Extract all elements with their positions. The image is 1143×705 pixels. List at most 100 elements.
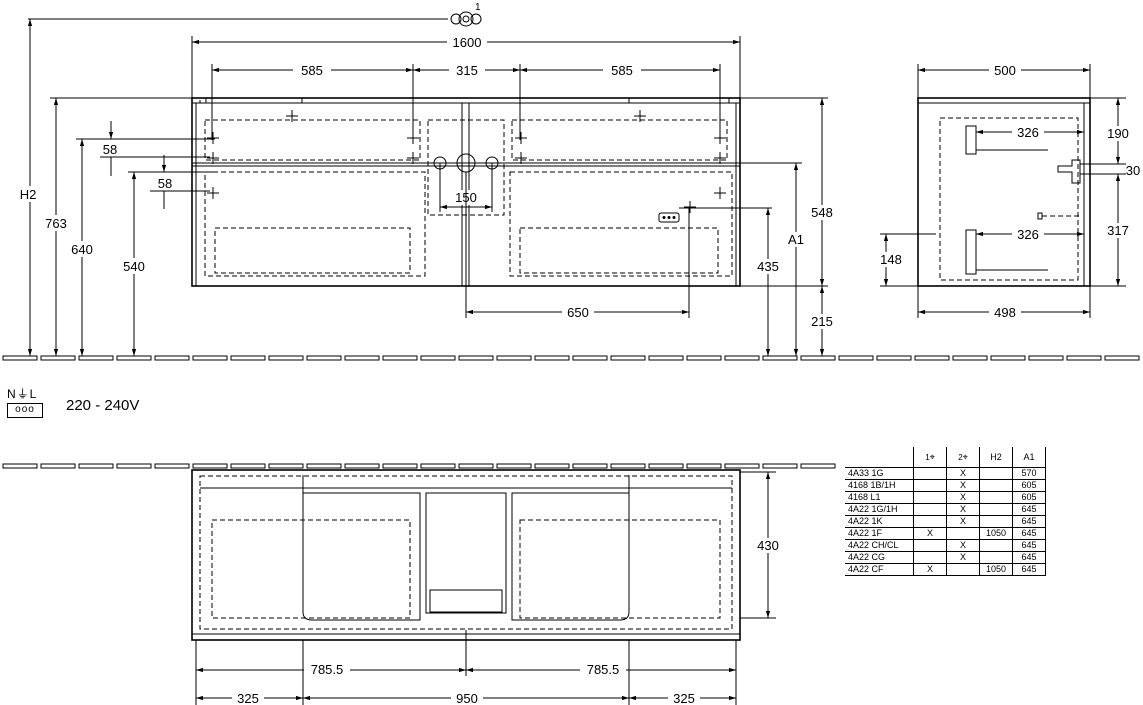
floor-hatch (458, 463, 494, 469)
crosshair-icon: ⌖ (929, 451, 935, 462)
table-cell: X (946, 515, 980, 528)
floor-hatch (1104, 355, 1140, 361)
crosshair-icon (407, 152, 419, 164)
side-height-317: 317 (1107, 223, 1129, 238)
crosshair-icon (634, 110, 646, 122)
floor-hatch (686, 463, 722, 469)
table-cell: X (913, 563, 947, 576)
siphon-height-148: 148 (880, 252, 902, 267)
top-view: 430 785.5 785.5 325 950 325 (2, 463, 836, 705)
floor-hatch (876, 355, 912, 361)
floor-hatch (78, 355, 114, 361)
floor-hatch (724, 463, 760, 469)
front-view: 1600 585 315 585 1 H2 763 64 (2, 2, 1140, 361)
half-width-right: 785.5 (587, 662, 620, 677)
segment-325-right: 325 (673, 691, 695, 705)
table-cell: 4A22 1F (845, 527, 914, 540)
drawer-depth-bottom: 326 (1017, 227, 1039, 242)
drawer-width-left: 585 (301, 63, 323, 78)
overall-width-label: 1600 (453, 35, 482, 50)
floor-hatch (192, 463, 228, 469)
header-tap-1: 1⌖ (913, 447, 947, 468)
table-cell: 645 (1012, 539, 1046, 552)
table-cell: 570 (1012, 467, 1046, 480)
floor-hatch (648, 463, 684, 469)
table-cell: 645 (1012, 551, 1046, 564)
floor-hatch (800, 355, 836, 361)
offset-58-lower: 58 (158, 176, 172, 191)
table-cell: X (913, 527, 947, 540)
table-cell: 605 (1012, 479, 1046, 492)
header-A1: A1 (1012, 447, 1046, 468)
cable-offset-label: 650 (567, 305, 589, 320)
floor-hatch (572, 463, 608, 469)
socket-icon (658, 212, 680, 223)
floor-hatch (1028, 355, 1064, 361)
table-cell: 645 (1012, 527, 1046, 540)
table-cell (946, 527, 980, 540)
table-cell: 4A22 1G/1H (845, 503, 914, 516)
half-width-left: 785.5 (311, 662, 344, 677)
floor-hatch (762, 463, 798, 469)
table-cell (979, 551, 1013, 564)
floor-hatch (2, 463, 38, 469)
crosshair-icon (286, 110, 298, 122)
side-view: 500 498 326 326 190 30 317 148 (876, 62, 1140, 320)
floor-hatch (420, 463, 456, 469)
floor-hatch (838, 355, 874, 361)
height-548: 548 (811, 205, 833, 220)
height-640: 640 (71, 242, 93, 257)
floor-hatch (648, 355, 684, 361)
floor-hatch (2, 355, 38, 361)
table-cell (913, 491, 947, 504)
floor-hatch (268, 463, 304, 469)
header-tap-2-number: 2 (958, 452, 963, 462)
side-height-30: 30 (1126, 163, 1140, 178)
floor-hatch (686, 355, 722, 361)
floor-hatch (420, 355, 456, 361)
crosshair-icon (207, 132, 219, 144)
floor-hatch (534, 355, 570, 361)
crosshair-icon (515, 132, 527, 144)
segment-950: 950 (456, 691, 478, 705)
top-depth-430: 430 (757, 538, 779, 553)
table-cell: X (946, 539, 980, 552)
callout-number: 1 (475, 2, 481, 13)
table-cell: 4A33 1G (845, 467, 914, 480)
table-cell (913, 515, 947, 528)
table-cell: X (946, 491, 980, 504)
table-cell (913, 479, 947, 492)
table-cell: 1050 (979, 563, 1013, 576)
floor-hatch (344, 463, 380, 469)
drawer-width-right: 585 (611, 63, 633, 78)
floor-hatch (382, 355, 418, 361)
floor-hatch (230, 355, 266, 361)
floor-hatch (154, 463, 190, 469)
table-cell: X (946, 479, 980, 492)
height-763: 763 (45, 216, 67, 231)
table-cell (913, 539, 947, 552)
floor-hatch (382, 463, 418, 469)
table-cell (979, 479, 1013, 492)
fixing-points (207, 110, 726, 213)
table-cell (913, 467, 947, 480)
height-A1: A1 (788, 232, 804, 247)
table-cell: 4A22 1K (845, 515, 914, 528)
floor-hatch (572, 355, 608, 361)
crosshair-icon (684, 201, 696, 213)
electrical-symbol: N⏚L ooo (7, 388, 47, 418)
side-depth-498: 498 (994, 305, 1016, 320)
table-header-row: 1⌖ 2⌖ H2 A1 (845, 447, 1046, 468)
drawer-depth-top: 326 (1017, 125, 1039, 140)
floor-hatch (306, 355, 342, 361)
height-H2: H2 (20, 187, 37, 202)
table-cell (946, 563, 980, 576)
floor-hatch (154, 355, 190, 361)
floor-hatch (1066, 355, 1102, 361)
